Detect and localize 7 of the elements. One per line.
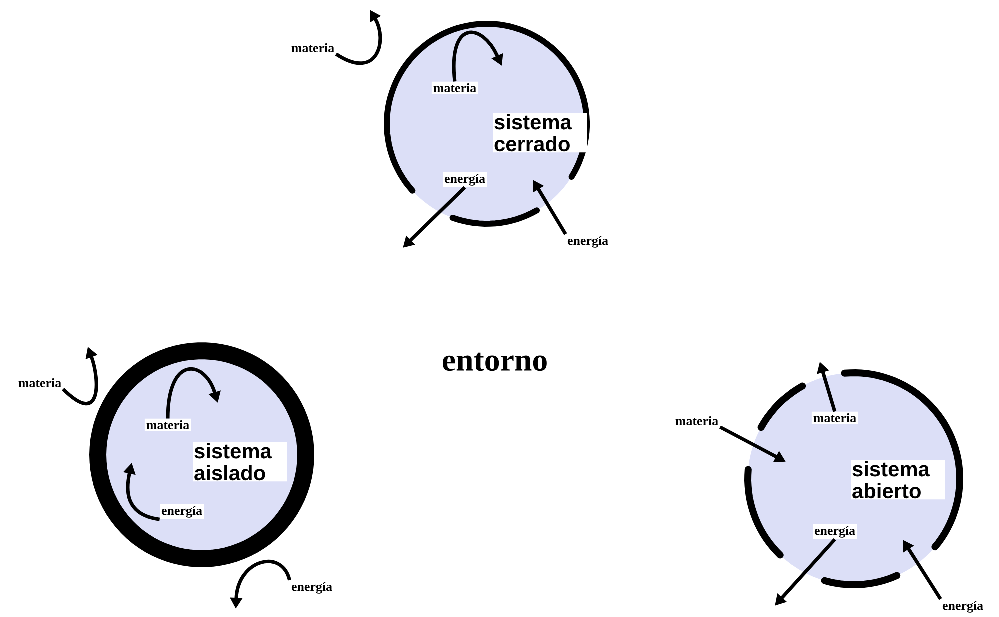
outside-label: materia [676, 416, 718, 426]
outside-label: materia [292, 43, 334, 53]
outside-label: energía [292, 582, 332, 594]
outside-label: energía [942, 601, 984, 613]
outside-label: energía [568, 236, 608, 248]
outside-label: materia [18, 378, 62, 388]
environment-label: entorno [442, 352, 547, 372]
